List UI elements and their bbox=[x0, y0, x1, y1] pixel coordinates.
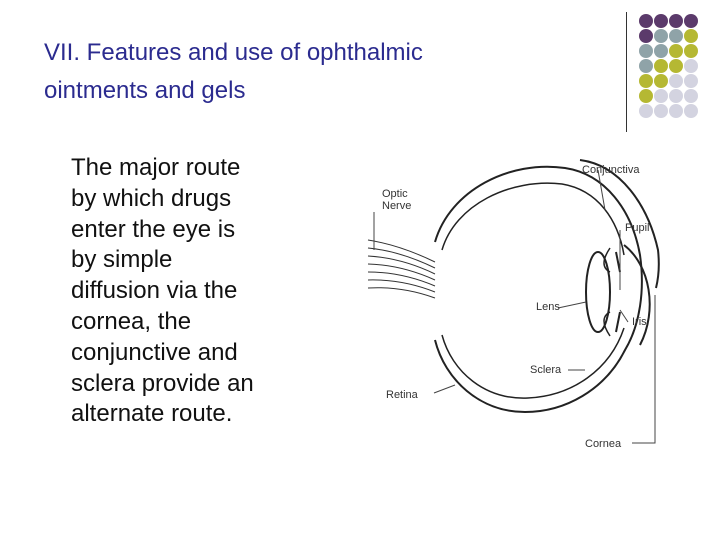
lens-shape bbox=[585, 251, 611, 333]
ciliary-body bbox=[603, 247, 611, 337]
decorative-dot bbox=[654, 89, 668, 103]
decorative-dot bbox=[654, 104, 668, 118]
decorative-dot bbox=[669, 89, 683, 103]
decorative-dot bbox=[684, 104, 698, 118]
decorative-dot bbox=[684, 74, 698, 88]
decorative-dot bbox=[684, 29, 698, 43]
decorative-dot bbox=[669, 14, 683, 28]
cornea-outline bbox=[623, 244, 651, 346]
label-iris: Iris bbox=[632, 316, 647, 328]
label-conjunctiva: Conjunctiva bbox=[582, 164, 640, 176]
decorative-dot bbox=[669, 29, 683, 43]
label-cornea: Cornea bbox=[585, 438, 622, 450]
label-optic-nerve: Optic Nerve bbox=[382, 188, 411, 212]
decorative-dot bbox=[639, 89, 653, 103]
label-pupil: Pupil bbox=[625, 222, 649, 234]
label-lens: Lens bbox=[536, 301, 560, 313]
decorative-dot bbox=[639, 59, 653, 73]
decorative-dot bbox=[639, 14, 653, 28]
decorative-dot bbox=[654, 59, 668, 73]
sclera-outline bbox=[434, 165, 643, 414]
label-sclera: Sclera bbox=[530, 364, 562, 376]
decorative-dot bbox=[684, 44, 698, 58]
decorative-dot-grid bbox=[639, 14, 719, 118]
retina-outline bbox=[441, 182, 625, 399]
decorative-dot bbox=[639, 44, 653, 58]
decorative-dot bbox=[669, 59, 683, 73]
decorative-dot bbox=[654, 14, 668, 28]
decorative-dot bbox=[684, 89, 698, 103]
eye-anatomy-diagram: Conjunctiva Optic Nerve Pupil Lens Iris … bbox=[367, 159, 660, 450]
decorative-dot bbox=[639, 29, 653, 43]
decorative-dot bbox=[669, 104, 683, 118]
decorative-dot bbox=[684, 14, 698, 28]
decorative-dot bbox=[654, 29, 668, 43]
decorative-dot bbox=[639, 74, 653, 88]
eyelid-outline bbox=[579, 159, 660, 289]
decorative-dot bbox=[669, 44, 683, 58]
label-retina: Retina bbox=[386, 389, 419, 401]
slide-title: VII. Features and use of ophthalmic oint… bbox=[44, 39, 423, 104]
decorative-divider-line bbox=[626, 12, 627, 132]
slide-body-text: The major route by which drugs enter the… bbox=[71, 154, 254, 428]
iris-shape bbox=[615, 251, 621, 333]
decorative-dot bbox=[654, 74, 668, 88]
decorative-dot bbox=[684, 59, 698, 73]
optic-nerve-fibers bbox=[367, 239, 436, 299]
label-leader-lines bbox=[373, 169, 656, 444]
decorative-dot bbox=[639, 104, 653, 118]
decorative-dot bbox=[669, 74, 683, 88]
decorative-dot bbox=[654, 44, 668, 58]
